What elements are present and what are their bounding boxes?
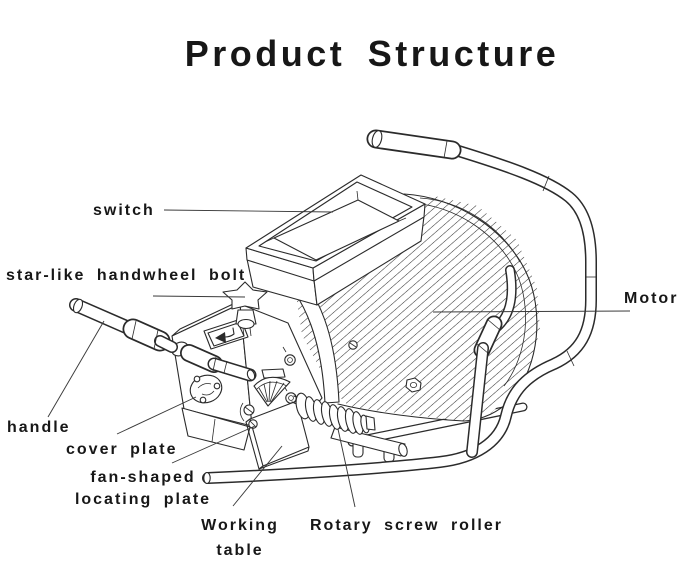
side-handle [180,344,257,382]
motor-bottom-edge [337,403,465,422]
callout-fan-plate-line1: fan-shaped [90,469,195,486]
motor-end-cap [403,193,538,422]
leader-motor [432,310,631,313]
cover-screw [213,382,221,390]
callout-fan-plate-line2: locating plate [75,491,211,508]
leader-cover-plate [116,396,197,435]
table-clamp-screws [239,402,258,429]
callout-switch: switch [93,202,155,219]
page-title: Product Structure [185,33,560,74]
callout-rotary-roller: Rotary screw roller [310,517,503,534]
cover-screw [193,375,201,383]
arrow-icon [224,327,235,338]
head-bolts [282,346,297,404]
handle-rod [69,298,178,353]
head-foot [181,407,251,451]
cover-screw [199,396,207,404]
rotary-screw-roller-part [291,392,408,457]
spring-end-nut [365,415,376,431]
rail-end-cap [203,471,211,485]
leader-working-table [232,445,283,507]
front-leg-tube [466,265,517,458]
leader-lines [47,209,631,508]
cover-plate-part [189,374,223,404]
carry-handle-frame [202,129,597,485]
callout-handle: handle [7,419,71,436]
callout-star-bolt: star-like handwheel bolt [6,267,246,284]
leader-handle [47,320,105,418]
callout-working-table-line1: Working [201,517,279,534]
working-table-part [245,400,310,470]
drain-bolt [405,377,422,393]
callout-motor: Motor [624,290,678,307]
table-support-arm [330,426,406,457]
star-handwheel-bolt-part [222,281,268,337]
collar-bolt [348,340,358,350]
leader-switch [163,209,334,213]
leader-fan-plate [171,425,256,464]
leader-star-bolt [152,295,246,298]
callout-labels: switch star-like handwheel bolt Motor ha… [6,202,678,559]
fan-shaped-locating-plate-part [253,368,291,407]
switch-plate [273,199,400,261]
leader-rotary-roller [337,428,356,508]
callout-working-table-line2: table [216,542,263,559]
callout-cover-plate: cover plate [66,441,177,458]
switch-box [245,174,426,306]
star-knob [222,281,268,310]
